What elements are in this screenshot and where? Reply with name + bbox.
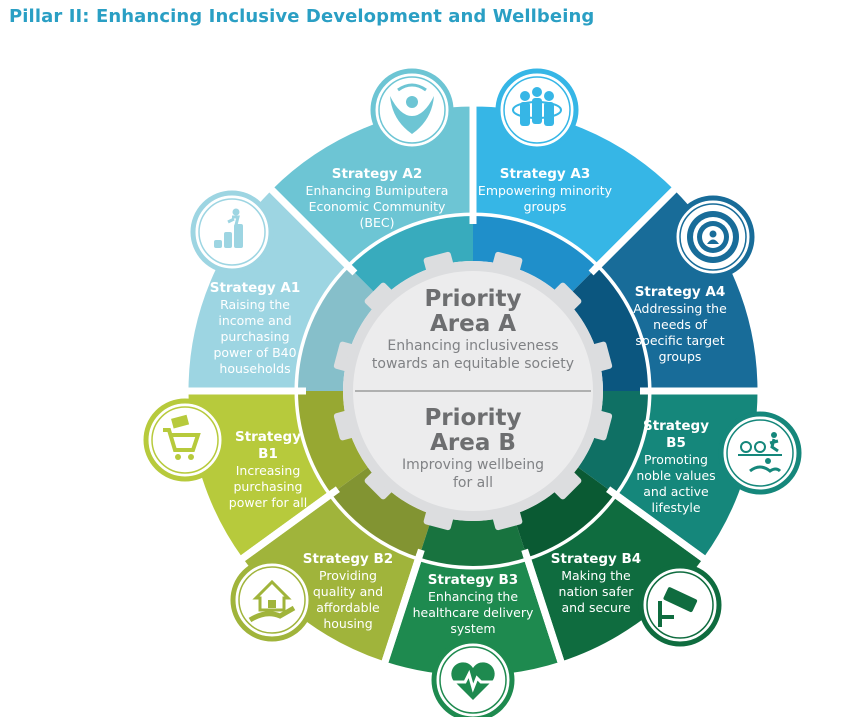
strategy-desc-line: Raising the	[220, 297, 290, 312]
strategy-title-code: B1	[258, 446, 278, 462]
segment-divider	[265, 183, 358, 276]
strategy-desc-line: groups	[658, 349, 702, 364]
strategy-desc-line: groups	[523, 199, 567, 214]
strategy-desc-line: power for all	[228, 495, 308, 510]
segment-divider	[588, 183, 681, 276]
gear-tooth	[364, 469, 395, 500]
strategy-title: Strategy A2	[331, 166, 423, 182]
priority-a-heading-1: Priority	[424, 286, 522, 312]
segment-divider	[236, 486, 340, 565]
strategy-title: Strategy A4	[634, 284, 726, 300]
gear-tooth	[551, 469, 582, 500]
strategy-desc-line: Enhancing the	[427, 589, 519, 604]
priority-b-heading-1: Priority	[424, 405, 522, 431]
strategy-title: Strategy A1	[209, 280, 301, 296]
inner-ring-a4	[564, 267, 648, 391]
strategy-desc-line: Addressing the	[633, 301, 727, 316]
page-title: Pillar II: Enhancing Inclusive Developme…	[9, 6, 595, 27]
strategy-desc-line: lifestyle	[651, 500, 701, 515]
sports-icon	[718, 411, 802, 495]
bec-emblem-icon	[370, 68, 454, 152]
people-circle-icon	[495, 68, 579, 152]
priority-b-desc-1: Improving wellbeing	[401, 457, 545, 473]
strategy-desc-line: (BEC)	[359, 215, 395, 230]
strategy-desc-line: Economic Community	[308, 199, 446, 214]
strategy-desc-line: healthcare delivery	[412, 605, 534, 620]
segment-divider	[521, 548, 566, 668]
segment-divider	[380, 548, 425, 668]
target-person-icon	[671, 195, 755, 279]
strategy-desc-line: affordable	[316, 600, 380, 615]
house-hand-icon	[230, 558, 314, 642]
strategy-desc-line: purchasing	[233, 479, 303, 494]
center-gear	[333, 251, 613, 531]
cctv-camera-icon	[638, 563, 722, 647]
inner-ring-b5	[578, 391, 648, 494]
strategy-title: Strategy	[642, 418, 710, 434]
strategy-desc-line: Increasing	[235, 463, 301, 478]
inner-ring-a1	[298, 267, 382, 391]
strategy-desc-line: noble values	[636, 468, 716, 483]
stairs-climb-icon	[190, 190, 274, 274]
priority-area-a: Priority Area A Enhancing inclusiveness …	[372, 287, 574, 373]
strategy-title: Strategy B3	[427, 572, 519, 588]
strategy-title-code: B5	[666, 435, 686, 451]
strategy-desc-line: needs of	[653, 317, 707, 332]
strategy-desc-line: income and	[218, 313, 292, 328]
strategy-title: Strategy B2	[302, 551, 394, 567]
inner-ring-a2	[349, 216, 473, 300]
strategy-title: Strategy B4	[550, 551, 642, 567]
strategy-title: Strategy	[234, 429, 302, 445]
strategy-title: Strategy A3	[499, 166, 591, 182]
strategy-desc-line: quality and	[312, 584, 384, 599]
inner-ring-b2	[331, 467, 433, 558]
strategy-desc-line: housing	[323, 616, 373, 631]
inner-ring-b4	[513, 467, 615, 558]
strategy-desc-line: Enhancing Bumiputera	[305, 183, 449, 198]
strategy-desc-line: purchasing	[220, 329, 290, 344]
priority-a-heading-2: Area A	[429, 311, 517, 337]
strategy-desc-line: system	[450, 621, 496, 636]
strategy-desc-line: nation safer	[558, 584, 634, 599]
strategy-desc-line: Making the	[561, 568, 631, 583]
inner-ring-b1	[298, 391, 368, 494]
strategy-desc-line: Providing	[319, 568, 377, 583]
gear-tooth	[364, 282, 395, 313]
priority-area-b: Priority Area B Improving wellbeing for …	[402, 406, 544, 492]
priority-b-heading-2: Area B	[430, 430, 516, 456]
strategy-desc-line: power of B40	[213, 345, 297, 360]
strategy-desc-line: and active	[643, 484, 709, 499]
strategy-desc-line: Empowering minority	[477, 183, 613, 198]
strategy-desc-line: and secure	[561, 600, 631, 615]
inner-ring-a3	[473, 216, 597, 300]
gear-tooth	[551, 282, 582, 313]
shopping-cart-icon	[143, 398, 227, 482]
priority-a-desc-2: towards an equitable society	[371, 356, 575, 372]
strategy-desc-line: Promoting	[644, 452, 708, 467]
heart-pulse-icon	[431, 638, 515, 717]
strategy-desc-line: households	[219, 361, 291, 376]
priority-a-desc-1: Enhancing inclusiveness	[387, 338, 559, 354]
strategy-desc-line: specific target	[635, 333, 725, 348]
segment-divider	[606, 486, 710, 565]
priority-b-desc-2: for all	[452, 475, 494, 491]
